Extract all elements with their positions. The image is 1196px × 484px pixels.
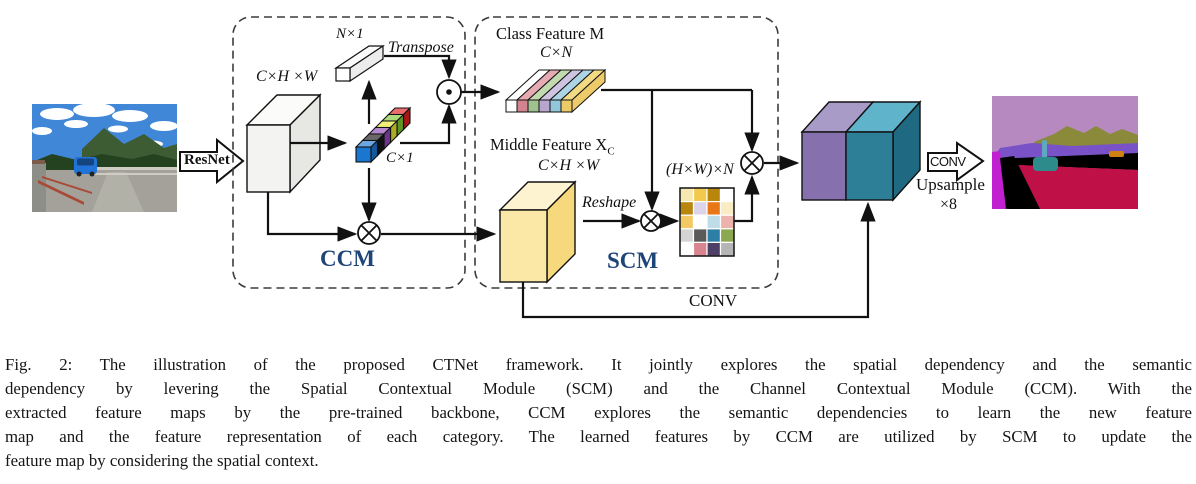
grid-cell: [706, 201, 722, 216]
ccm-flow-lines: [266, 54, 501, 242]
ctnet-architecture-diagram: [32, 16, 1138, 319]
grid-border: [679, 187, 735, 257]
reshape-matmul-icon: [640, 210, 662, 232]
hwn-dims: (H×W)×N: [666, 161, 734, 178]
dot-product-icon: [436, 79, 462, 105]
stack-cube: [355, 146, 372, 163]
grid-cell: [679, 201, 695, 216]
grid-cell: [679, 228, 695, 244]
input-image: [32, 104, 177, 212]
output-mountains: [1034, 126, 1138, 150]
output-image: [992, 96, 1138, 209]
cx1-class-vector-stack: [354, 106, 412, 164]
middle-feature-cube: [498, 180, 577, 284]
input-clouds: [32, 104, 177, 148]
nx1-dims: N×1: [336, 26, 364, 42]
slab-side: [571, 68, 606, 114]
conv-upsample-arrow: [927, 141, 985, 182]
input-fence-rail: [90, 173, 177, 175]
grid-cell: [719, 187, 735, 203]
output-car-pole: [1042, 140, 1047, 159]
ccm-box: [232, 16, 466, 289]
input-curb-line2: [42, 176, 92, 194]
cx1-dims: C×1: [386, 150, 414, 166]
cxn-dims: C×N: [540, 44, 573, 61]
output-sign: [1109, 151, 1124, 157]
slab-stripe-front: [505, 99, 518, 113]
output-car: [1033, 157, 1058, 171]
slab-stripe-front: [549, 99, 562, 113]
output-left-strip: [992, 151, 1008, 209]
grid-cell: [692, 187, 708, 203]
grid-cell: [692, 241, 708, 257]
resnet-arrow: [179, 137, 245, 185]
slab-stripe-front: [538, 99, 551, 113]
middle-feature-subscript: C: [607, 145, 615, 158]
conv-arrow-label: CONV: [930, 154, 966, 169]
caption-line: map and the feature representation of ea…: [5, 427, 1192, 446]
grid-cell: [706, 214, 722, 230]
nx1-bar: [334, 44, 385, 83]
input-fence: [90, 167, 177, 170]
caption-line: dependency by levering the Spatial Conte…: [5, 379, 1192, 398]
conv-skip-connection: [521, 201, 876, 319]
ccm-input-dims: C×H ×W: [256, 68, 318, 85]
scm-title: SCM: [607, 248, 659, 273]
input-rail: [32, 160, 45, 164]
slab-stripe-front: [516, 99, 529, 113]
caption-line: feature map by considering the spatial c…: [5, 451, 319, 470]
input-wall: [32, 160, 46, 212]
reshape-label: Reshape: [582, 194, 637, 211]
fusion-matmul-icon: [740, 151, 764, 175]
caption-line: Fig. 2: The illustration of the proposed…: [5, 355, 1192, 374]
grid-cell: [719, 228, 735, 244]
input-car: [74, 157, 97, 177]
grid-cell: [679, 187, 695, 203]
slab-stripe-front: [527, 99, 540, 113]
grid-cell: [692, 228, 708, 244]
class-feature-slab: [504, 68, 607, 114]
grid-cell: [679, 241, 695, 257]
scm-flow-lines: [583, 88, 800, 229]
input-curb-line: [38, 180, 84, 205]
output-left-shadow: [1000, 156, 1040, 209]
upsample-label: Upsample: [916, 175, 985, 194]
transpose-label: Transpose: [388, 39, 454, 56]
ccm-title: CCM: [320, 246, 375, 271]
scm-box: [474, 16, 779, 289]
upsample-factor: ×8: [940, 196, 958, 213]
grid-cell: [692, 214, 708, 230]
middle-feature-text: Middle Feature X: [490, 135, 608, 154]
class-feature-label: Class Feature M: [496, 24, 605, 43]
scm-input-dims: C×H ×W: [538, 157, 600, 174]
grid-cell: [692, 201, 708, 216]
grid-cell: [679, 214, 695, 230]
grid-cell: [719, 214, 735, 230]
figure-caption: Fig. 2: The illustration of the proposed…: [5, 353, 1192, 473]
resnet-label: ResNet: [184, 152, 230, 168]
attention-grid: [679, 187, 735, 257]
input-road-light: [92, 172, 144, 212]
grid-cell: [719, 241, 735, 257]
grid-cell: [706, 241, 722, 257]
grid-cell: [706, 187, 722, 203]
grid-cell: [719, 201, 735, 216]
caption-line: extracted feature maps by the pre-traine…: [5, 403, 1192, 422]
slab-stripe-front: [560, 99, 573, 113]
output-road-edge: [992, 153, 1138, 170]
ccm-matmul-icon: [357, 221, 381, 245]
grid-cell: [706, 228, 722, 244]
fused-feature-cube: [800, 100, 922, 202]
middle-feature-label: Middle Feature XC: [490, 136, 615, 158]
conv-bottom-label: CONV: [689, 291, 738, 310]
